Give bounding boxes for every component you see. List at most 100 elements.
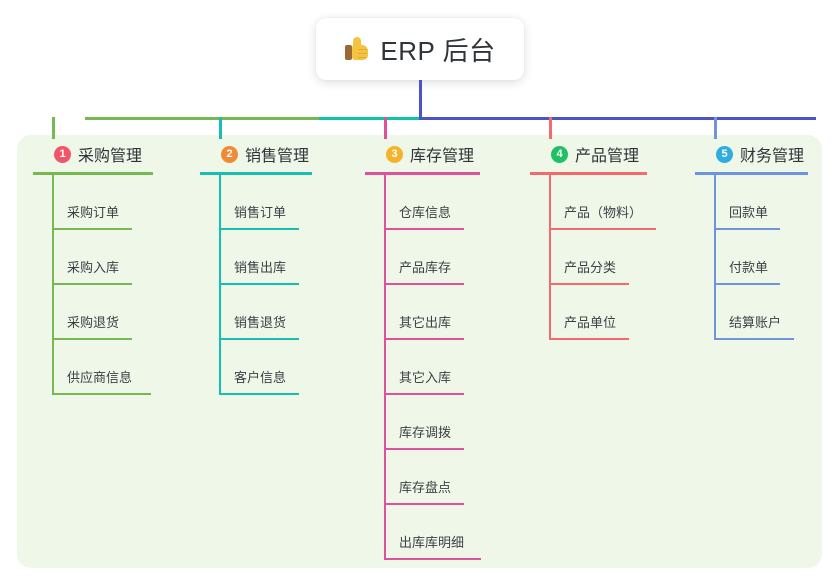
tree-item-label: 采购订单 [67,205,120,220]
column-spine-3 [384,175,386,560]
column-spine-5 [714,175,716,340]
tree-item-rule [384,558,481,560]
tree-item-label: 客户信息 [234,370,287,385]
tree-item[interactable]: 库存盘点 [365,450,533,505]
tree-item-label: 其它入库 [399,370,452,385]
column-spine-2 [219,175,221,395]
tree-item-label: 采购入库 [67,260,120,275]
tree-item[interactable]: 采购退货 [33,285,201,340]
tree-item-label: 出库库明细 [399,535,465,550]
tree-item-label: 库存盘点 [399,480,452,495]
connector-drop-1 [52,117,55,139]
tree-item[interactable]: 结算账户 [695,285,835,340]
connector-drop-4 [549,117,552,139]
tree-item-rule [549,228,656,230]
tree-item[interactable]: 仓库信息 [365,175,533,230]
tree-item-rule [384,338,464,340]
tree-item-label: 销售订单 [234,205,287,220]
tree-item[interactable]: 产品（物料） [530,175,698,230]
column-badge-2: 2 [221,145,238,163]
column-header-1[interactable]: 1 采购管理 [33,142,201,166]
column-badge-5: 5 [716,145,733,163]
tree-item[interactable]: 供应商信息 [33,340,201,395]
tree-item-label: 付款单 [729,260,769,275]
tree-item[interactable]: 采购订单 [33,175,201,230]
thumbs-up-icon [344,36,370,62]
tree-item[interactable]: 其它出库 [365,285,533,340]
tree-item-label: 产品（物料） [564,205,643,220]
tree-item[interactable]: 销售退货 [200,285,368,340]
column-1: 1 采购管理采购订单采购入库采购退货供应商信息 [33,142,201,395]
column-header-5[interactable]: 5 财务管理 [695,142,835,166]
column-header-3[interactable]: 3 库存管理 [365,142,533,166]
column-spine-4 [549,175,551,340]
column-title-1: 采购管理 [78,148,143,165]
tree-item[interactable]: 客户信息 [200,340,368,395]
tree-item-label: 产品库存 [399,260,452,275]
tree-item-rule [219,283,299,285]
column-header-rule-4 [530,172,647,175]
column-header-4[interactable]: 4 产品管理 [530,142,698,166]
diagram-panel [17,135,822,568]
connector-drop-5 [714,117,717,139]
root-node-card[interactable]: ERP 后台 [316,18,524,80]
tree-item-label: 采购退货 [67,315,120,330]
tree-item[interactable]: 销售订单 [200,175,368,230]
tree-item-rule [52,228,132,230]
tree-item-rule [52,393,151,395]
tree-item-rule [219,393,299,395]
tree-item[interactable]: 库存调拨 [365,395,533,450]
tree-item-rule [384,228,464,230]
column-items-2: 销售订单销售出库销售退货客户信息 [200,175,368,395]
column-items-4: 产品（物料） 产品分类产品单位 [530,175,698,340]
tree-item[interactable]: 回款单 [695,175,835,230]
tree-item-label: 仓库信息 [399,205,452,220]
tree-item-label: 产品分类 [564,260,617,275]
column-5: 5 财务管理回款单付款单结算账户 [695,142,835,340]
tree-item-rule [714,228,780,230]
tree-item-label: 供应商信息 [67,370,133,385]
connector-drop-2 [219,117,222,139]
column-title-2: 销售管理 [245,148,310,165]
column-title-5: 财务管理 [740,148,805,165]
tree-item-label: 销售退货 [234,315,287,330]
connector-hbar-mid [319,117,421,120]
column-badge-3: 3 [386,145,403,163]
column-badge-4: 4 [551,145,568,163]
tree-item-rule [384,448,464,450]
column-header-rule-5 [695,172,808,175]
connector-hbar-left [85,117,321,120]
tree-item[interactable]: 付款单 [695,230,835,285]
column-badge-1: 1 [54,145,71,163]
tree-item[interactable]: 产品分类 [530,230,698,285]
tree-item-rule [714,283,780,285]
column-items-3: 仓库信息产品库存其它出库其它入库库存调拨库存盘点出库库明细 [365,175,533,560]
tree-item-label: 回款单 [729,205,769,220]
column-title-3: 库存管理 [410,148,475,165]
connector-hbar-right [419,117,816,120]
column-2: 2 销售管理销售订单销售出库销售退货客户信息 [200,142,368,395]
tree-item-label: 其它出库 [399,315,452,330]
column-items-1: 采购订单采购入库采购退货供应商信息 [33,175,201,395]
tree-item[interactable]: 产品单位 [530,285,698,340]
tree-item[interactable]: 销售出库 [200,230,368,285]
tree-item[interactable]: 采购入库 [33,230,201,285]
connector-trunk [419,80,422,119]
tree-item[interactable]: 产品库存 [365,230,533,285]
tree-item-rule [219,338,299,340]
root-node-label: ERP 后台 [380,35,496,66]
tree-item-rule [384,283,464,285]
column-spine-1 [52,175,54,395]
connector-drop-3 [384,117,387,139]
tree-item-rule [52,283,132,285]
column-4: 4 产品管理产品（物料） 产品分类产品单位 [530,142,698,340]
tree-item-rule [384,393,464,395]
column-title-4: 产品管理 [575,148,640,165]
column-header-2[interactable]: 2 销售管理 [200,142,368,166]
tree-item[interactable]: 其它入库 [365,340,533,395]
tree-item-rule [549,338,629,340]
column-header-rule-1 [33,172,153,175]
tree-item-label: 产品单位 [564,315,617,330]
column-3: 3 库存管理仓库信息产品库存其它出库其它入库库存调拨库存盘点出库库明细 [365,142,533,560]
tree-item[interactable]: 出库库明细 [365,505,533,560]
